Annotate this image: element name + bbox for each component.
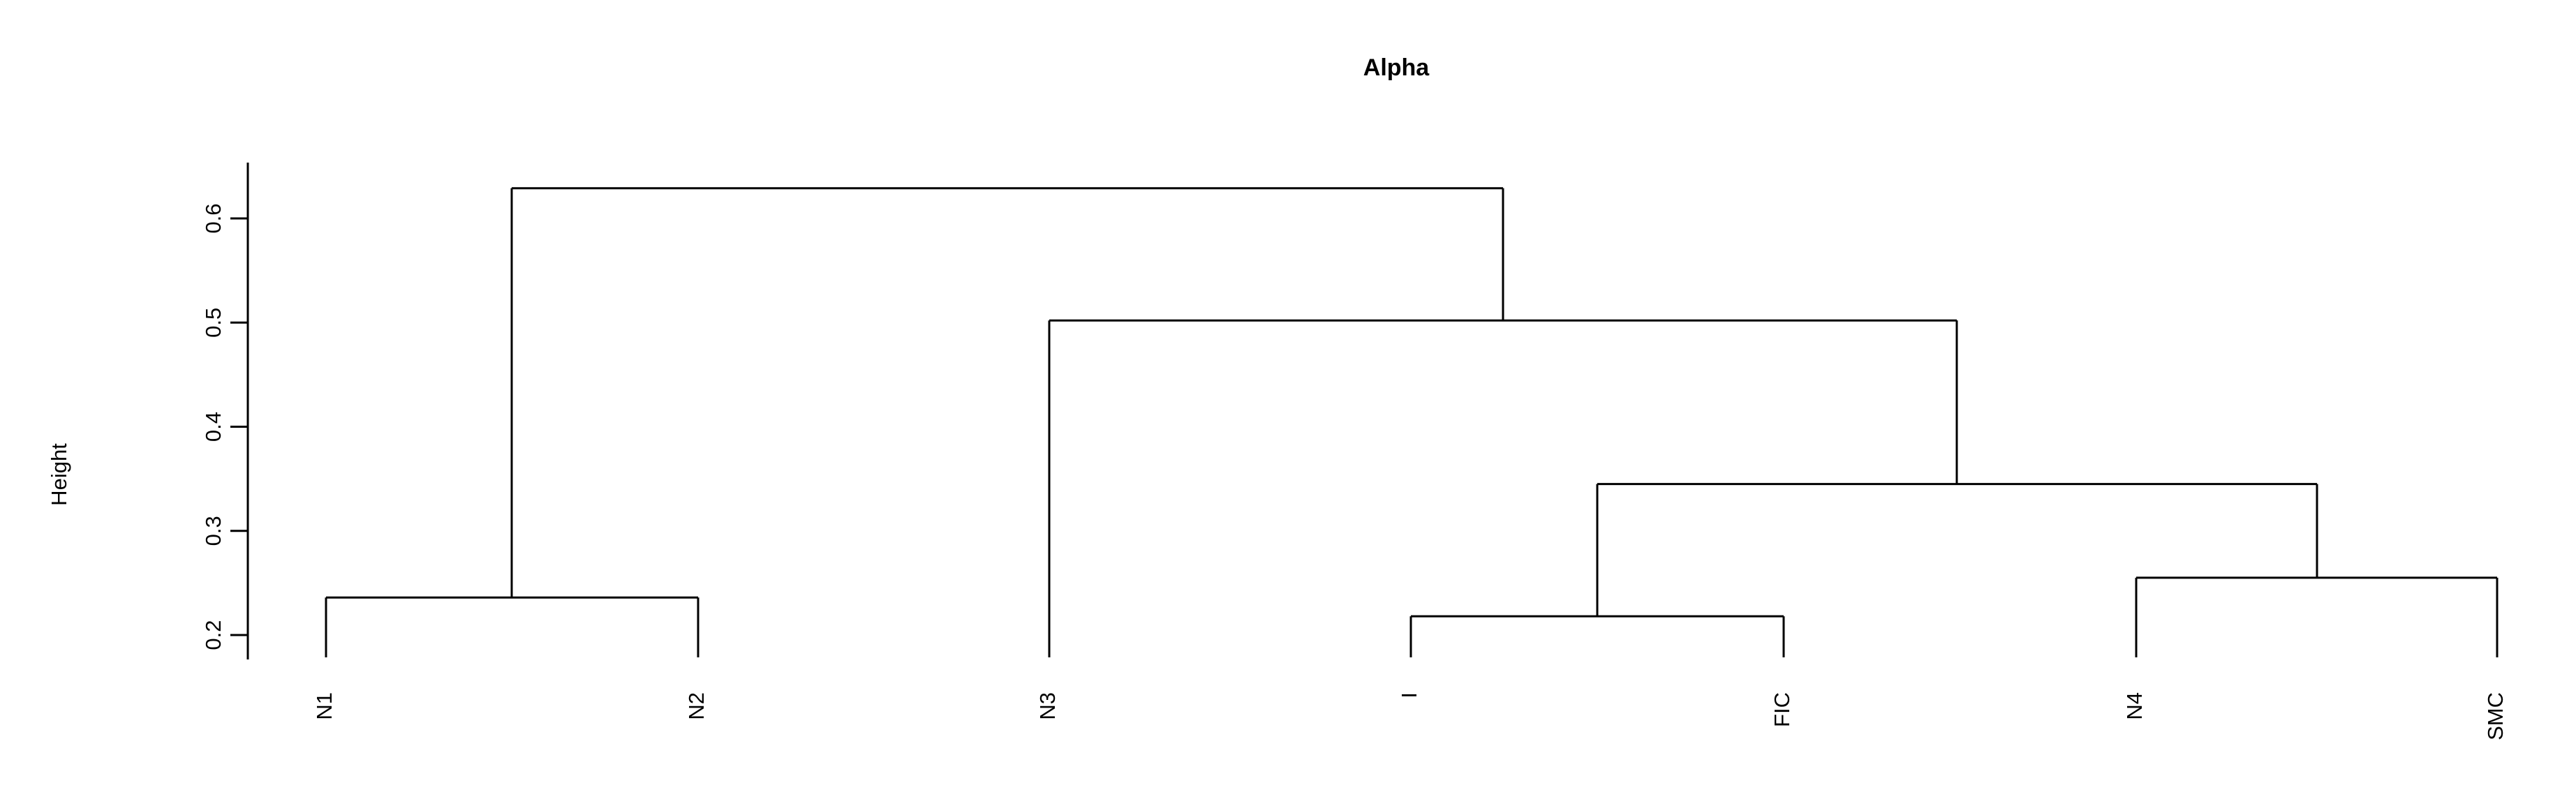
y-axis-tick-label: 0.5	[201, 308, 225, 338]
y-axis-tick-label: 0.4	[201, 412, 225, 442]
y-axis-tick-label: 0.6	[201, 203, 225, 233]
y-axis-label: Height	[47, 443, 71, 506]
y-axis-tick-label: 0.2	[201, 620, 225, 650]
leaf-labels: N1 N2 N3 I FIC N4 SMC	[312, 692, 2508, 740]
dendrogram-tree	[325, 187, 2499, 657]
leaf-label-smc: SMC	[2483, 692, 2508, 740]
page-title: Alpha	[1363, 54, 1430, 81]
y-axis-ticks: 0.6 0.5 0.4 0.3 0.2	[201, 203, 248, 650]
leaf-label-n4: N4	[2122, 692, 2147, 720]
leaf-label-n2: N2	[684, 692, 709, 720]
leaf-label-fic: FIC	[1770, 692, 1794, 727]
y-axis-tick-label: 0.3	[201, 516, 225, 546]
leaf-label-n1: N1	[312, 692, 336, 720]
leaf-label-n3: N3	[1035, 692, 1060, 720]
leaf-label-i: I	[1397, 692, 1421, 699]
